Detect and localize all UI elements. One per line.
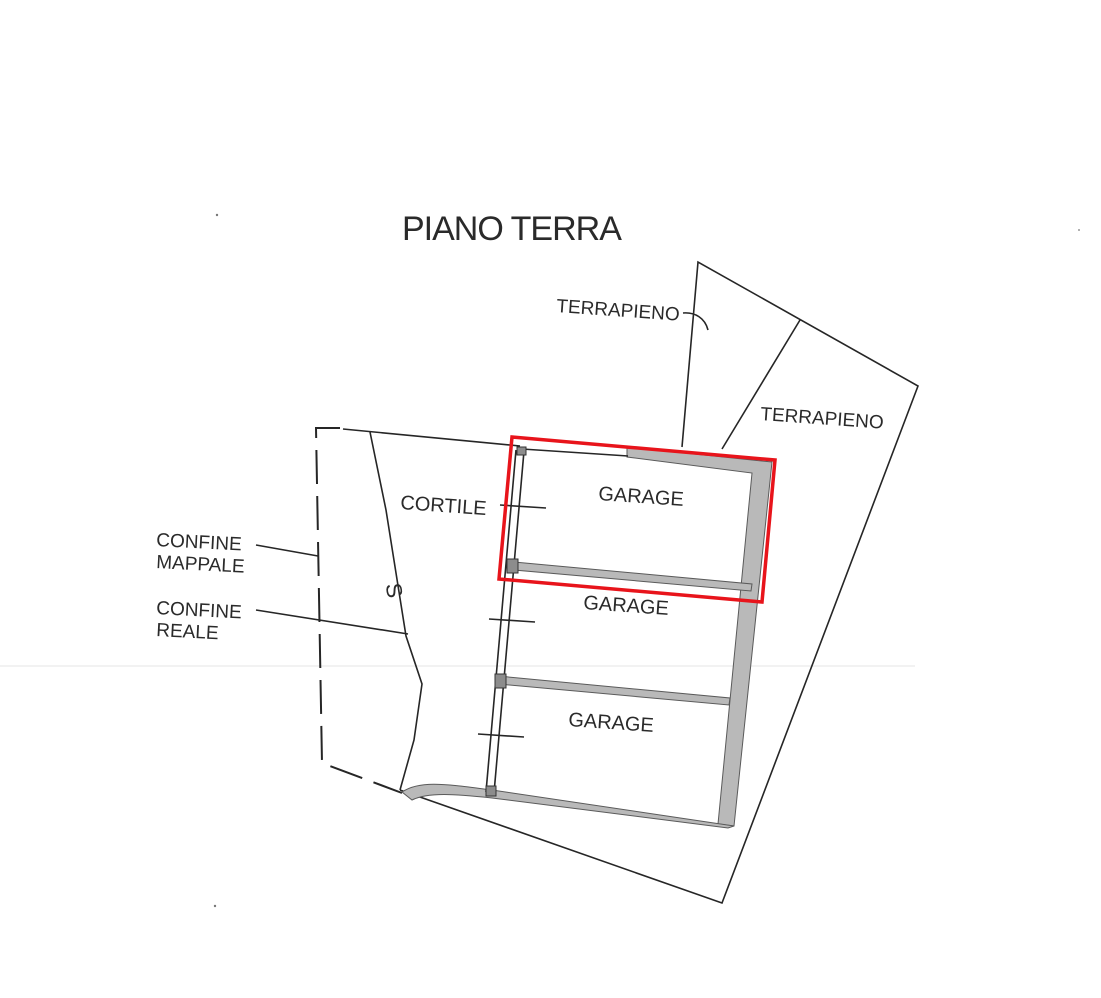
terrapieno-top-label: TERRAPIENO [556, 296, 681, 326]
highlight-box [497, 435, 777, 604]
terrapieno-leader [682, 312, 709, 331]
facade-line-inner [493, 450, 525, 794]
garage-bottom-wall [401, 783, 735, 829]
partition-wall-2 [497, 675, 731, 706]
terrapieno-right-label: TERRAPIENO [760, 404, 885, 434]
s-mark: S [381, 581, 408, 600]
door-tick-3 [477, 733, 525, 738]
confine-mappale-leader [255, 544, 319, 557]
garage-1-label: GARAGE [598, 483, 685, 511]
pillar-3 [494, 673, 507, 689]
garage-2-label: GARAGE [583, 592, 670, 620]
scan-dot [213, 904, 217, 908]
confine-mappale-line [314, 427, 403, 794]
confine-mappale-label-2: MAPPALE [156, 552, 245, 578]
pillar-4 [485, 785, 497, 797]
partition-wall-1 [513, 561, 753, 592]
scan-dot [1078, 229, 1080, 231]
door-tick-1 [499, 504, 547, 509]
door-tick-2 [488, 618, 536, 623]
garage-3-label: GARAGE [568, 709, 655, 737]
confine-reale-leader [255, 609, 409, 635]
confine-reale-line [369, 431, 423, 791]
confine-mappale-label-1: CONFINE [156, 530, 242, 555]
scan-dot [215, 213, 219, 217]
pillar-2 [506, 558, 519, 574]
confine-reale-label-1: CONFINE [156, 598, 242, 623]
pillar-1 [516, 446, 527, 456]
terrapieno-divider [721, 319, 801, 450]
cortile-label: CORTILE [400, 492, 488, 520]
confine-reale-label-2: REALE [156, 620, 219, 644]
cortile-top-line [342, 428, 521, 447]
lot-boundary [399, 260, 919, 905]
garage-top-wall [521, 448, 629, 457]
plan-title: PIANO TERRA [402, 210, 622, 248]
